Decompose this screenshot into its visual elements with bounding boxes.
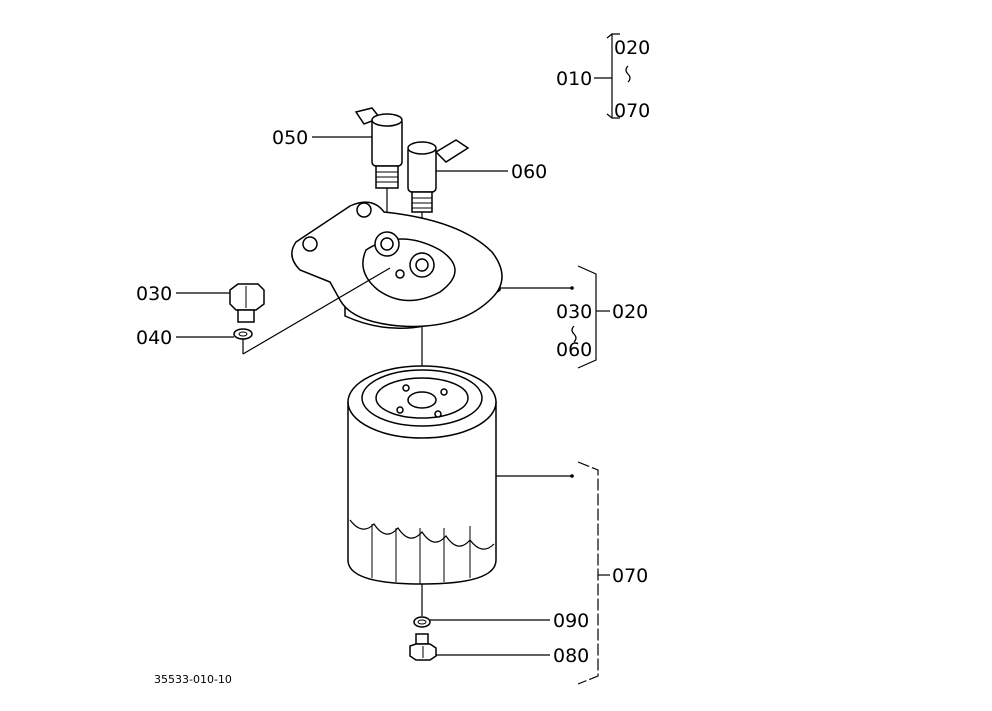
label-010: 010 <box>556 68 592 90</box>
label-070-top: 070 <box>614 100 650 122</box>
label-060: 060 <box>511 161 547 183</box>
bolt-axis-line <box>242 267 391 355</box>
elbow-fitting-060 <box>407 139 470 256</box>
label-020-top: 020 <box>614 37 650 59</box>
drawing-code: 35533-010-10 <box>154 673 232 686</box>
label-050: 050 <box>272 127 308 149</box>
group-010-bracket <box>594 33 631 119</box>
label-070-cartridge: 070 <box>612 565 648 587</box>
drain-plug-080 <box>409 633 437 661</box>
bolt-030 <box>229 283 265 323</box>
washer-040 <box>233 328 253 340</box>
head-bracket <box>571 265 610 369</box>
cartridge-bracket <box>577 461 610 685</box>
label-030-range: 030 <box>556 301 592 323</box>
label-090: 090 <box>553 610 589 632</box>
label-020-head: 020 <box>612 301 648 323</box>
label-080: 080 <box>553 645 589 667</box>
filter-cartridge <box>347 365 497 585</box>
label-040: 040 <box>136 327 172 349</box>
label-030: 030 <box>136 283 172 305</box>
o-ring-090 <box>413 616 431 628</box>
filter-head <box>291 201 503 330</box>
elbow-fitting-050 <box>354 107 403 236</box>
label-060-range: 060 <box>556 339 592 361</box>
